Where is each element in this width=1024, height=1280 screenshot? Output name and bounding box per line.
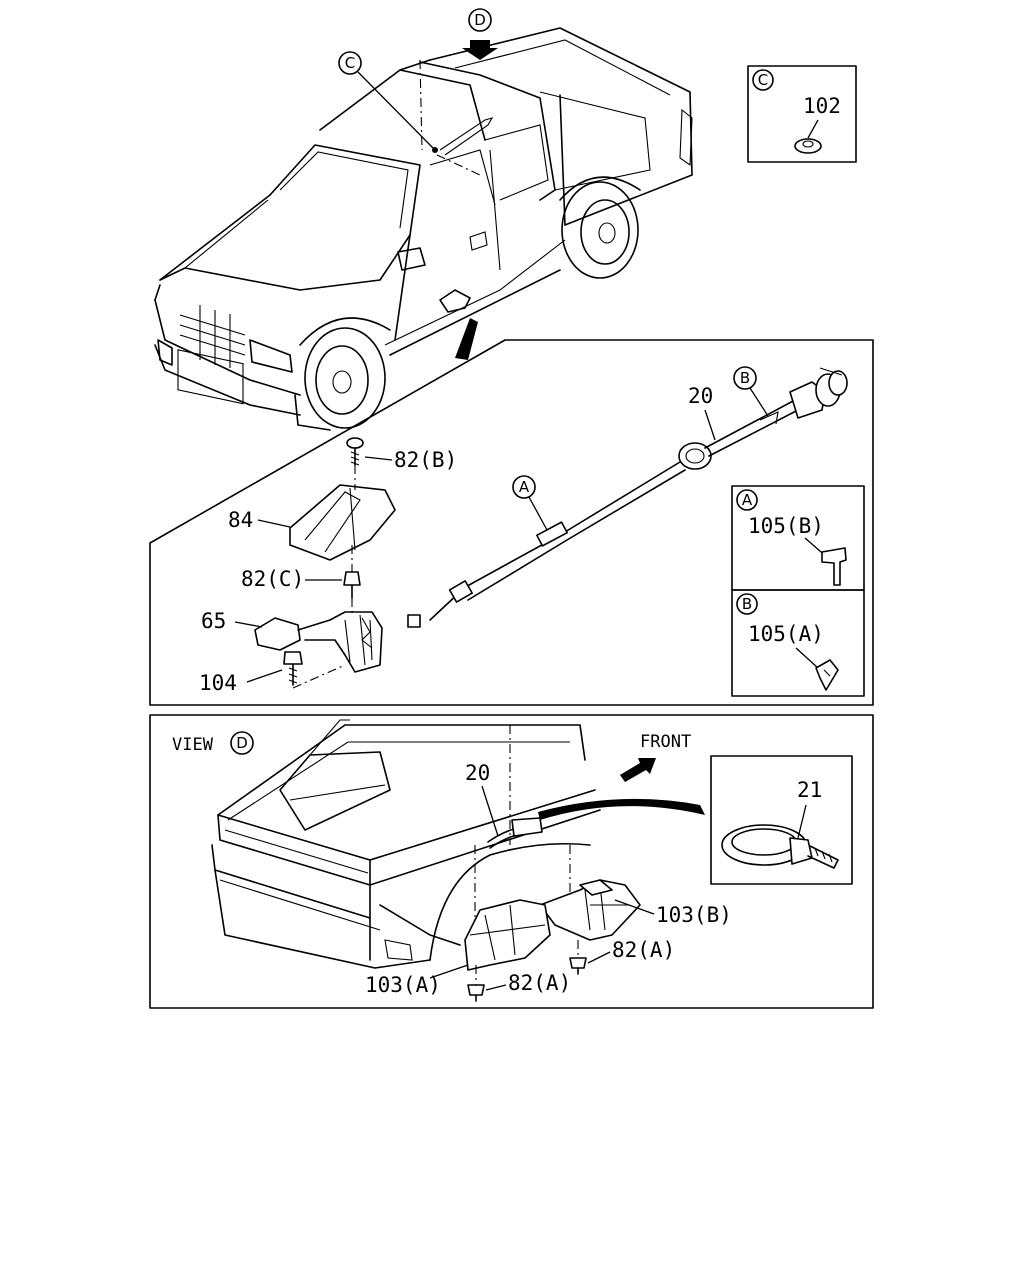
svg-text:84: 84	[228, 508, 253, 532]
svg-text:D: D	[236, 734, 248, 752]
svg-text:A: A	[742, 491, 753, 509]
svg-text:21: 21	[797, 778, 822, 802]
inset-c-box: C 102	[747, 65, 857, 163]
svg-text:103(B): 103(B)	[656, 903, 732, 927]
view-d-arrow: D	[462, 8, 498, 60]
svg-text:20: 20	[688, 384, 713, 408]
svg-text:D: D	[474, 11, 486, 29]
svg-text:103(A): 103(A)	[365, 973, 441, 997]
svg-text:65: 65	[201, 609, 226, 633]
svg-text:82(B): 82(B)	[394, 448, 457, 472]
callout-c-top: C	[338, 51, 362, 75]
svg-text:104: 104	[199, 671, 237, 695]
svg-text:C: C	[345, 54, 355, 72]
svg-text:B: B	[740, 369, 750, 387]
view-d-panel: VIEW D 20 FRONT	[149, 714, 874, 1009]
svg-text:105(A): 105(A)	[748, 622, 824, 646]
svg-text:A: A	[519, 478, 530, 496]
svg-text:20: 20	[465, 761, 490, 785]
truck-illustration	[154, 27, 693, 431]
svg-text:82(A): 82(A)	[612, 938, 675, 962]
svg-text:B: B	[742, 595, 752, 613]
svg-text:VIEW: VIEW	[172, 735, 214, 755]
svg-text:102: 102	[803, 94, 841, 118]
svg-text:C: C	[758, 71, 768, 89]
svg-text:82(A): 82(A)	[508, 971, 571, 995]
svg-text:105(B): 105(B)	[748, 514, 824, 538]
svg-text:FRONT: FRONT	[640, 732, 691, 752]
cable-panel: A B 20 82(B) 84 82(C) 65	[149, 339, 874, 706]
svg-text:82(C): 82(C)	[241, 567, 304, 591]
